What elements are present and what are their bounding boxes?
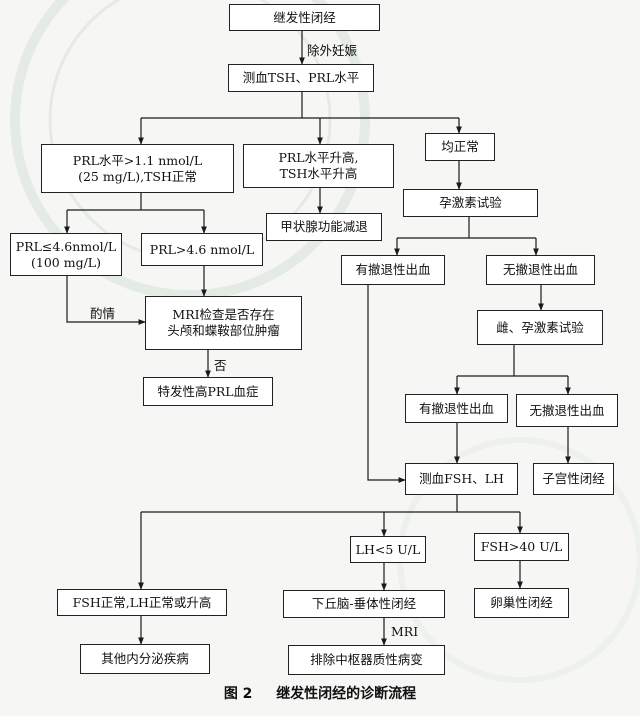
edge-tsh-branch — [141, 92, 459, 119]
node-idiopathic-hyperprolactinemia: 特发性高PRL血症 — [143, 377, 273, 406]
edge-prl-split — [67, 193, 204, 211]
node-prl-tsh-both-high: PRL水平升高, TSH水平升高 — [243, 144, 394, 188]
node-no-withdrawal-bleeding-1: 无撤退性出血 — [486, 255, 595, 285]
node-no-withdrawal-bleeding-2: 无撤退性出血 — [516, 394, 618, 427]
node-all-normal: 均正常 — [425, 133, 495, 161]
node-fsh-lh-normal-or-high: FSH正常,LH正常或升高 — [57, 589, 227, 616]
node-secondary-amenorrhea: 继发性闭经 — [229, 4, 380, 31]
edge-bleed1-to-fsh — [367, 285, 406, 483]
node-hypothyroidism: 甲状腺功能减退 — [266, 213, 382, 241]
node-withdrawal-bleeding-2: 有撤退性出血 — [405, 394, 508, 423]
node-other-endocrine: 其他内分泌疾病 — [80, 644, 210, 674]
node-measure-fsh-lh: 测血FSH、LH — [405, 463, 518, 495]
node-hypothalamic-pituitary: 下丘脑-垂体性闭经 — [283, 590, 445, 618]
node-measure-tsh-prl: 测血TSH、PRL水平 — [228, 64, 374, 92]
label-exclude-pregnancy: 除外妊娠 — [307, 43, 358, 58]
edge-ep-split — [457, 345, 568, 377]
node-estrogen-progestin-test: 雌、孕激素试验 — [477, 310, 603, 345]
label-no: 否 — [214, 358, 227, 373]
figure-number: 图 2 — [223, 686, 253, 702]
edge-progestin-split — [397, 217, 536, 239]
node-ovarian-amenorrhea: 卵巢性闭经 — [474, 588, 569, 618]
label-as-appropriate: 酌情 — [90, 306, 116, 321]
node-prl-gt-46: PRL>4.6 nmol/L — [141, 233, 263, 266]
node-lh-lt-5: LH<5 U/L — [350, 536, 426, 563]
node-uterine-amenorrhea: 子宫性闭经 — [533, 463, 614, 495]
figure-caption: 图 2 继发性闭经的诊断流程 — [0, 683, 640, 703]
node-exclude-cns-organic: 排除中枢器质性病变 — [288, 645, 445, 675]
node-prl-high-tsh-normal: PRL水平>1.1 nmol/L (25 mg/L),TSH正常 — [41, 144, 234, 193]
edge-prl-le-to-mri — [66, 276, 146, 325]
figure-title: 继发性闭经的诊断流程 — [276, 686, 417, 702]
node-fsh-gt-40: FSH>40 U/L — [474, 533, 569, 561]
node-mri-check: MRI检查是否存在 头颅和蝶鞍部位肿瘤 — [145, 296, 302, 350]
node-progestin-test: 孕激素试验 — [403, 189, 538, 217]
node-withdrawal-bleeding-1: 有撤退性出血 — [341, 255, 445, 285]
label-mri: MRI — [391, 624, 419, 639]
node-prl-le-46: PRL≤4.6nmol/L (100 mg/L) — [10, 233, 122, 276]
edge-fsh-split — [141, 495, 520, 513]
